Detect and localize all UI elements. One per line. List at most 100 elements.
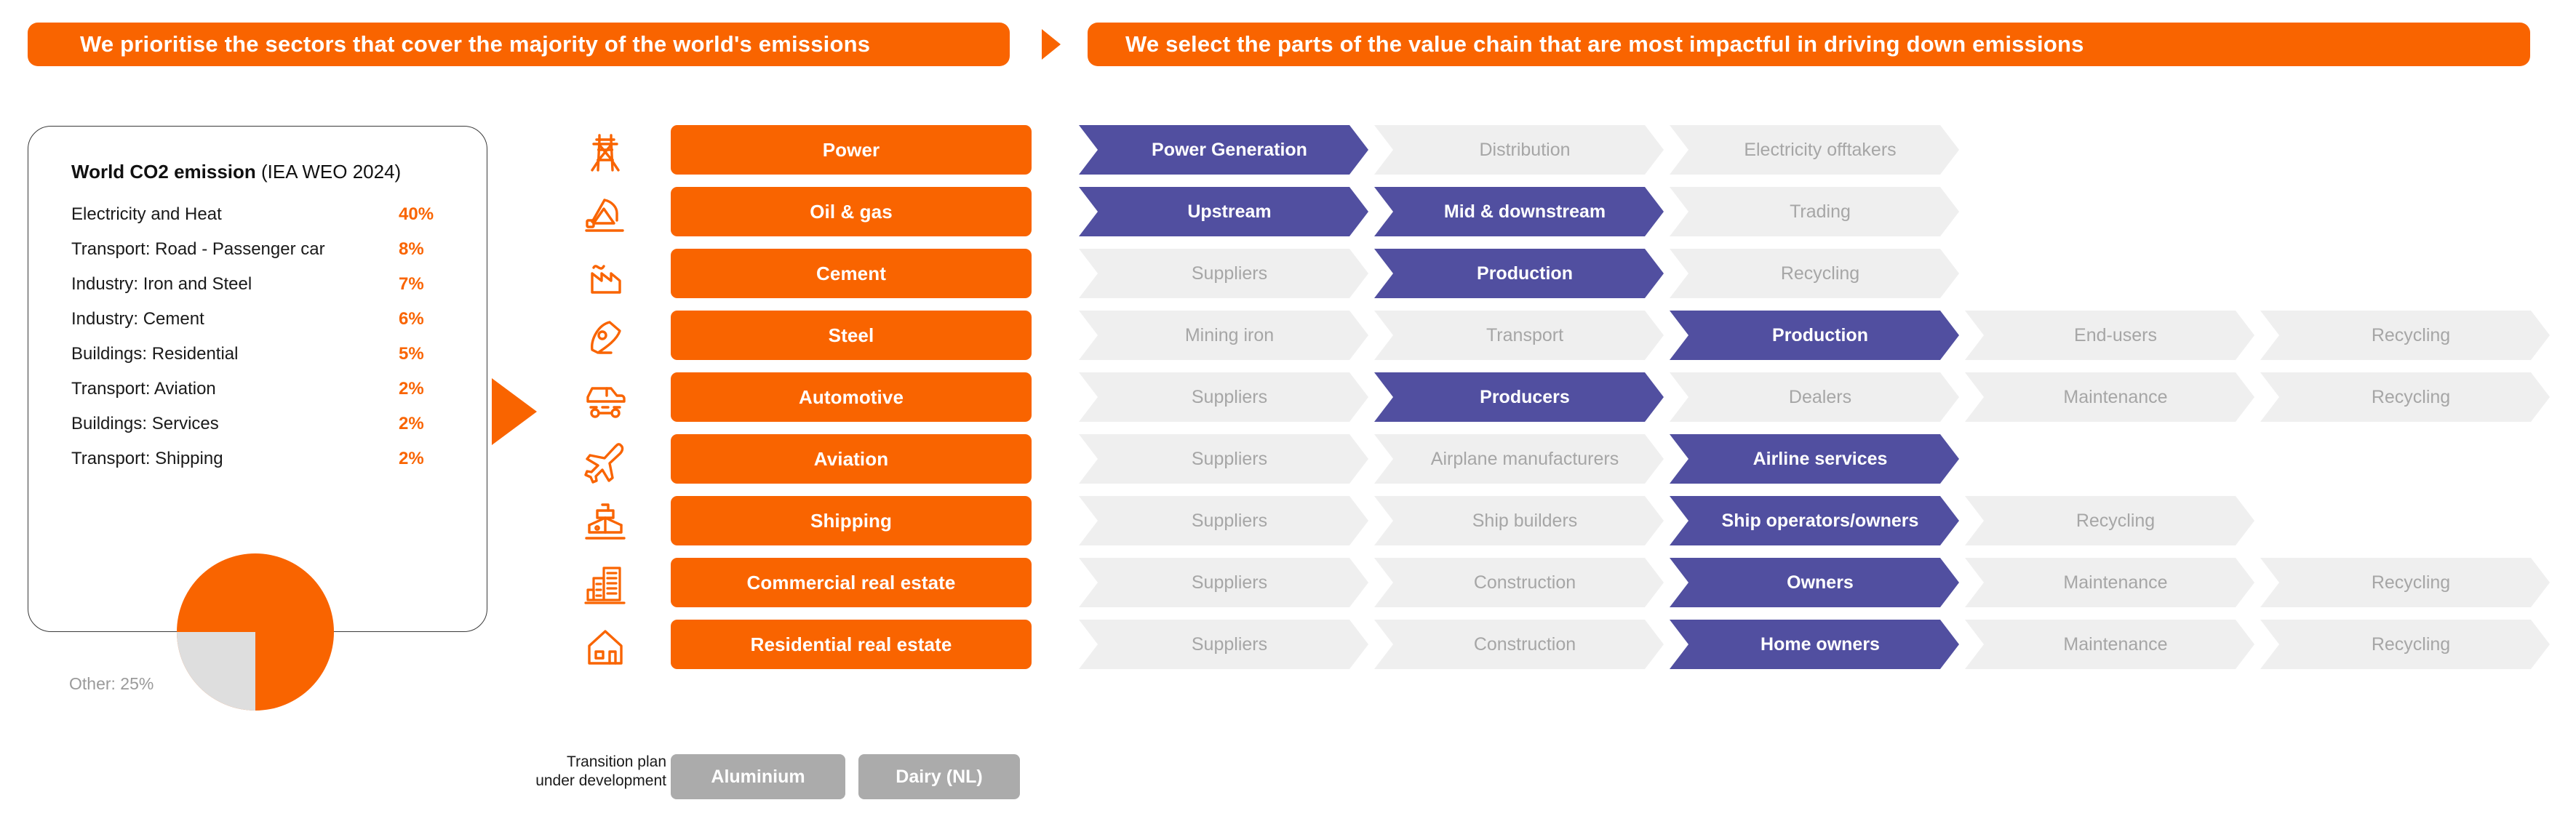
value-chain-stage[interactable]: Suppliers <box>1079 558 1368 607</box>
value-chain-stage-label: Recycling <box>2371 572 2451 593</box>
value-chain-stage[interactable]: Maintenance <box>1965 558 2254 607</box>
pie-slice-other <box>177 632 255 711</box>
value-chain-stage-label: Trading <box>1790 201 1851 222</box>
value-chain-stage[interactable]: Recycling <box>2260 558 2550 607</box>
value-chain-stage[interactable]: Power Generation <box>1079 125 1368 175</box>
value-chain-stage[interactable]: Trading <box>1670 187 1959 236</box>
sector-row: Shipping <box>567 496 1048 551</box>
sector-row: Steel <box>567 311 1048 366</box>
emission-row-label: Transport: Road - Passenger car <box>71 239 325 259</box>
factory-icon <box>582 253 629 300</box>
sector-row: Power <box>567 125 1048 180</box>
sector-button[interactable]: Power <box>671 125 1032 175</box>
value-chain-stage[interactable]: Home owners <box>1670 620 1959 669</box>
value-chain-stage[interactable]: Distribution <box>1374 125 1664 175</box>
emission-row-value: 6% <box>399 309 424 329</box>
value-chain-stage-label: Production <box>1772 324 1868 345</box>
value-chain-stage[interactable]: Maintenance <box>1965 620 2254 669</box>
transition-plan-button-aluminium[interactable]: Aluminium <box>671 754 845 799</box>
value-chain-stage-label: Recycling <box>1780 263 1860 284</box>
value-chain-stage[interactable]: Recycling <box>1670 249 1959 298</box>
sector-button[interactable]: Aviation <box>671 434 1032 484</box>
value-chain-stage[interactable]: Maintenance <box>1965 372 2254 422</box>
sector-button[interactable]: Cement <box>671 249 1032 298</box>
value-chain-stage[interactable]: Mining iron <box>1079 311 1368 360</box>
sector-row: Automotive <box>567 372 1048 428</box>
sector-button[interactable]: Oil & gas <box>671 187 1032 236</box>
value-chain-stage-label: Suppliers <box>1191 386 1268 407</box>
value-chain-stage[interactable]: Suppliers <box>1079 249 1368 298</box>
value-chain-stage[interactable]: Production <box>1670 311 1959 360</box>
panel-flow-arrow-icon <box>492 378 537 445</box>
emission-row-label: Transport: Aviation <box>71 379 216 399</box>
value-chain-stage[interactable]: Upstream <box>1079 187 1368 236</box>
value-chain-stage[interactable]: Suppliers <box>1079 434 1368 484</box>
value-chain-stage[interactable]: Ship builders <box>1374 496 1664 545</box>
value-chain-stage-label: Recycling <box>2075 510 2156 531</box>
value-chain-stage[interactable]: Construction <box>1374 558 1664 607</box>
value-chain-stage-label: Airplane manufacturers <box>1430 448 1619 469</box>
left-header-text: We prioritise the sectors that cover the… <box>80 31 871 57</box>
value-chain-stage-label: Power Generation <box>1152 139 1307 160</box>
value-chain-stage[interactable]: End-users <box>1965 311 2254 360</box>
sector-button[interactable]: Residential real estate <box>671 620 1032 669</box>
transition-plan-label-line2: under development <box>535 772 666 789</box>
value-chain-row: Suppliers Airplane manufacturers Airline s… <box>1079 434 1965 484</box>
value-chain-stage[interactable]: Construction <box>1374 620 1664 669</box>
value-chain-stage-label: Electricity offtakers <box>1744 139 1897 160</box>
value-chain-stage-label: Distribution <box>1479 139 1571 160</box>
oil-pumpjack-icon <box>582 191 629 238</box>
value-chain-stage[interactable]: Production <box>1374 249 1664 298</box>
value-chain-stage[interactable]: Recycling <box>2260 372 2550 422</box>
value-chain-stage-label: Ship operators/owners <box>1721 510 1919 531</box>
sector-button[interactable]: Automotive <box>671 372 1032 422</box>
value-chain-stage-label: Maintenance <box>2063 633 2168 655</box>
value-chain-stage[interactable]: Electricity offtakers <box>1670 125 1959 175</box>
value-chain-stage[interactable]: Airplane manufacturers <box>1374 434 1664 484</box>
value-chain-stage-label: Suppliers <box>1191 572 1268 593</box>
value-chain-stage[interactable]: Recycling <box>2260 311 2550 360</box>
value-chain-stage-label: Home owners <box>1760 633 1880 655</box>
value-chain-stage-label: Producers <box>1480 386 1570 407</box>
emission-row-value: 5% <box>399 344 424 364</box>
car-icon <box>582 377 629 423</box>
sector-button[interactable]: Shipping <box>671 496 1032 545</box>
value-chain-stage[interactable]: Transport <box>1374 311 1664 360</box>
value-chain-stage[interactable]: Ship operators/owners <box>1670 496 1959 545</box>
value-chain-stage-label: Maintenance <box>2063 386 2168 407</box>
world-co2-emission-card <box>28 126 487 632</box>
power-pylon-icon <box>582 129 629 176</box>
value-chain-stage[interactable]: Mid & downstream <box>1374 187 1664 236</box>
value-chain-stage[interactable]: Suppliers <box>1079 496 1368 545</box>
transition-plan-button-dairy[interactable]: Dairy (NL) <box>858 754 1020 799</box>
value-chain-stage[interactable]: Recycling <box>2260 620 2550 669</box>
value-chain-stage[interactable]: Suppliers <box>1079 620 1368 669</box>
value-chain-stage-label: Construction <box>1473 572 1576 593</box>
sector-button[interactable]: Steel <box>671 311 1032 360</box>
value-chain-stage[interactable]: Suppliers <box>1079 372 1368 422</box>
value-chain-stage[interactable]: Owners <box>1670 558 1959 607</box>
sector-button[interactable]: Commercial real estate <box>671 558 1032 607</box>
pie-other-label: Other: 25% <box>69 674 154 693</box>
emission-pie-chart <box>177 553 334 711</box>
emission-row-value: 40% <box>399 204 434 224</box>
emission-row-value: 8% <box>399 239 424 259</box>
sector-row: Cement <box>567 249 1048 304</box>
value-chain-stage[interactable]: Dealers <box>1670 372 1959 422</box>
value-chain-stage[interactable]: Airline services <box>1670 434 1959 484</box>
value-chain-stage[interactable]: Producers <box>1374 372 1664 422</box>
value-chain-stage[interactable]: Recycling <box>1965 496 2254 545</box>
emission-row: Transport: Road - Passenger car 8% <box>71 239 435 261</box>
value-chain-stage-label: Dealers <box>1788 386 1852 407</box>
right-header-text: We select the parts of the value chain t… <box>1125 31 2084 57</box>
emission-row-label: Transport: Shipping <box>71 449 223 468</box>
